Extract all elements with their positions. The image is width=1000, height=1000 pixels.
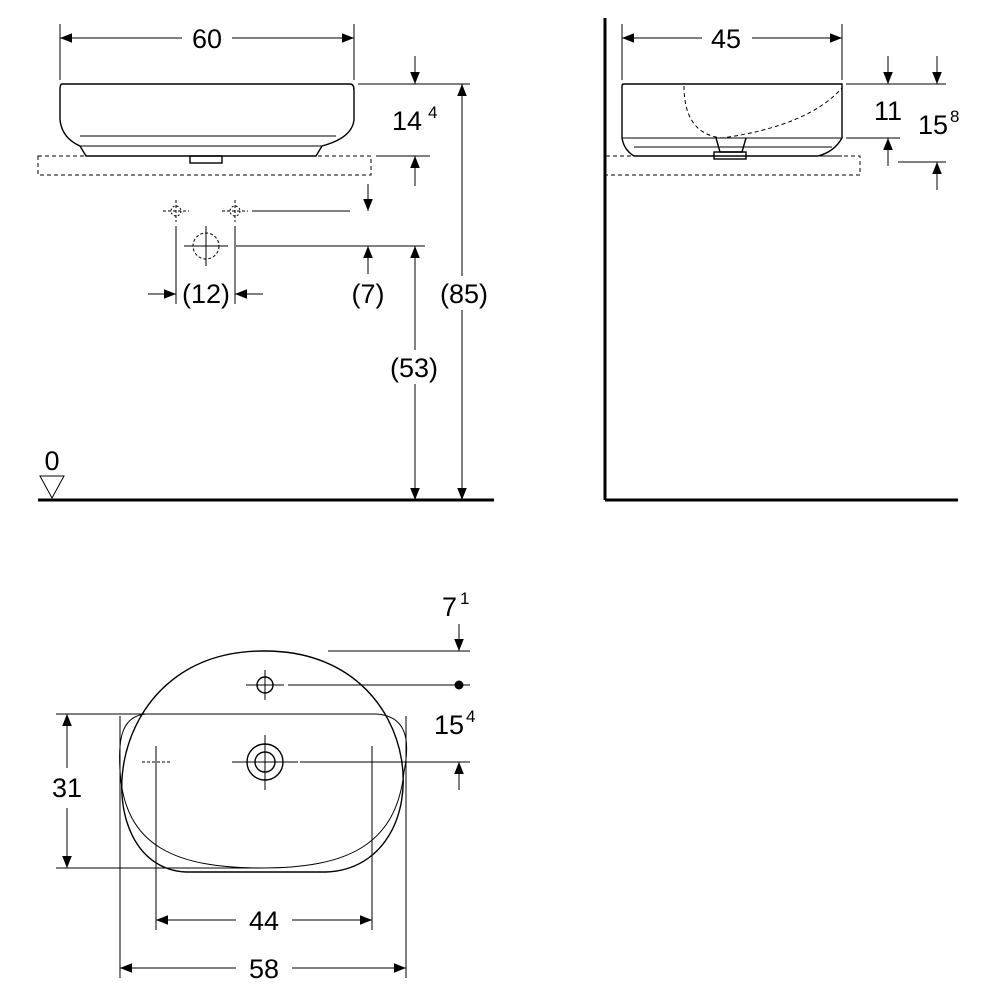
front-tap-hole-right-icon	[222, 200, 248, 222]
side-drain-outlet	[715, 137, 747, 153]
top-drain-offset-label: 15	[434, 710, 464, 740]
side-view: 45 11 15 8	[603, 18, 959, 502]
top-basin-outline	[121, 650, 404, 873]
front-basin-height-sup: 4	[428, 103, 437, 122]
side-basin-outline	[621, 83, 843, 157]
side-bowl-curve	[683, 85, 843, 139]
top-fixing-spacing-label: 44	[249, 906, 279, 936]
side-depth-label: 45	[711, 24, 741, 54]
top-drain-icon	[232, 735, 298, 790]
front-counter-dashed	[37, 155, 372, 176]
front-width-label: 60	[192, 24, 222, 54]
front-drain-offset-label: (7)	[352, 279, 385, 309]
top-view: 7 1 15 4 31 44 58	[52, 589, 475, 984]
top-tap-offset-sup: 1	[460, 589, 469, 608]
top-inner-depth-label: 31	[52, 773, 82, 803]
front-basin-height-label: 14	[392, 106, 422, 136]
side-rim-height-sup: 8	[950, 107, 959, 126]
top-tap-hole-icon	[246, 670, 284, 700]
front-basin-outline	[59, 83, 355, 157]
front-drain-outlet	[189, 155, 223, 164]
front-waste-pipe-icon	[184, 226, 228, 266]
front-hole-spacing-label: (12)	[182, 279, 230, 309]
top-overall-width-label: 58	[249, 954, 279, 984]
top-tap-marker-dot	[454, 680, 464, 690]
floor-level-triangle-icon	[39, 475, 65, 500]
front-view: 60 14 4 (7) (	[37, 24, 494, 502]
front-tap-hole-left-icon	[163, 200, 189, 222]
front-total-height-label: (85)	[440, 279, 488, 309]
top-tap-offset-label: 7	[442, 592, 457, 622]
front-floor-level-label: 0	[44, 446, 59, 476]
side-counter-dashed	[605, 155, 861, 176]
side-bowl-depth-label: 11	[874, 96, 902, 126]
side-rim-height-label: 15	[918, 110, 948, 140]
top-drain-offset-sup: 4	[466, 707, 475, 726]
top-bowl-inner-outline	[119, 713, 408, 869]
front-waste-height-label: (53)	[390, 353, 438, 383]
